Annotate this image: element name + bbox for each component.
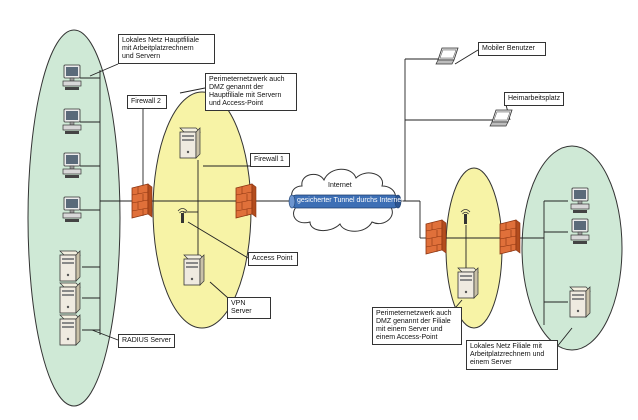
laptop-icon [435,47,459,65]
lan-branch-label: Lokales Netz Filiale mit Arbeitplatzrech… [466,340,558,370]
vpn-server-label: VPN Server [227,297,271,319]
lan-main-label: Lokales Netz Hauptfiliale mit Arbeitplat… [118,34,215,64]
access-point-label: Access Point [248,252,298,266]
lan-main-wiring [80,63,290,341]
server-tower-icon [183,254,205,286]
mobile-user-label: Mobiler Benutzer [478,42,546,56]
server-tower-icon [569,286,591,318]
firewall-icon [235,183,257,219]
lan-branch-ellipse [521,145,623,351]
tunnel-label: gesicherter Tunnel durchs Internet [297,197,404,204]
desktop-computer-icon [62,152,82,179]
desktop-computer-icon [62,108,82,135]
desktop-computer-icon [62,196,82,223]
server-tower-icon [59,314,81,346]
radius-server-label: RADIUS Server [118,334,175,348]
dmz-main-label: Perimeternetzwerk auch DMZ genannt der H… [205,73,297,111]
dmz-branch-ellipse [445,167,503,329]
firewall-icon [425,219,447,255]
firewall-1-label: Firewall 1 [250,153,290,167]
firewall-icon [131,183,153,219]
desktop-computer-icon [62,64,82,91]
desktop-computer-icon [570,218,590,245]
vpn-tunnel [288,194,402,209]
internet-label: Internet [328,182,352,189]
server-tower-icon [179,127,201,159]
dmz-branch-label: Perimeternetzwerk auch DMZ genannt der F… [372,307,462,345]
server-tower-icon [59,282,81,314]
server-tower-icon [457,267,479,299]
firewall-2-label: Firewall 2 [127,95,167,109]
laptop-icon [489,109,513,127]
home-office-label: Heimarbeitsplatz [504,92,564,106]
firewall-icon [499,219,521,255]
server-tower-icon [59,250,81,282]
desktop-computer-icon [570,187,590,214]
